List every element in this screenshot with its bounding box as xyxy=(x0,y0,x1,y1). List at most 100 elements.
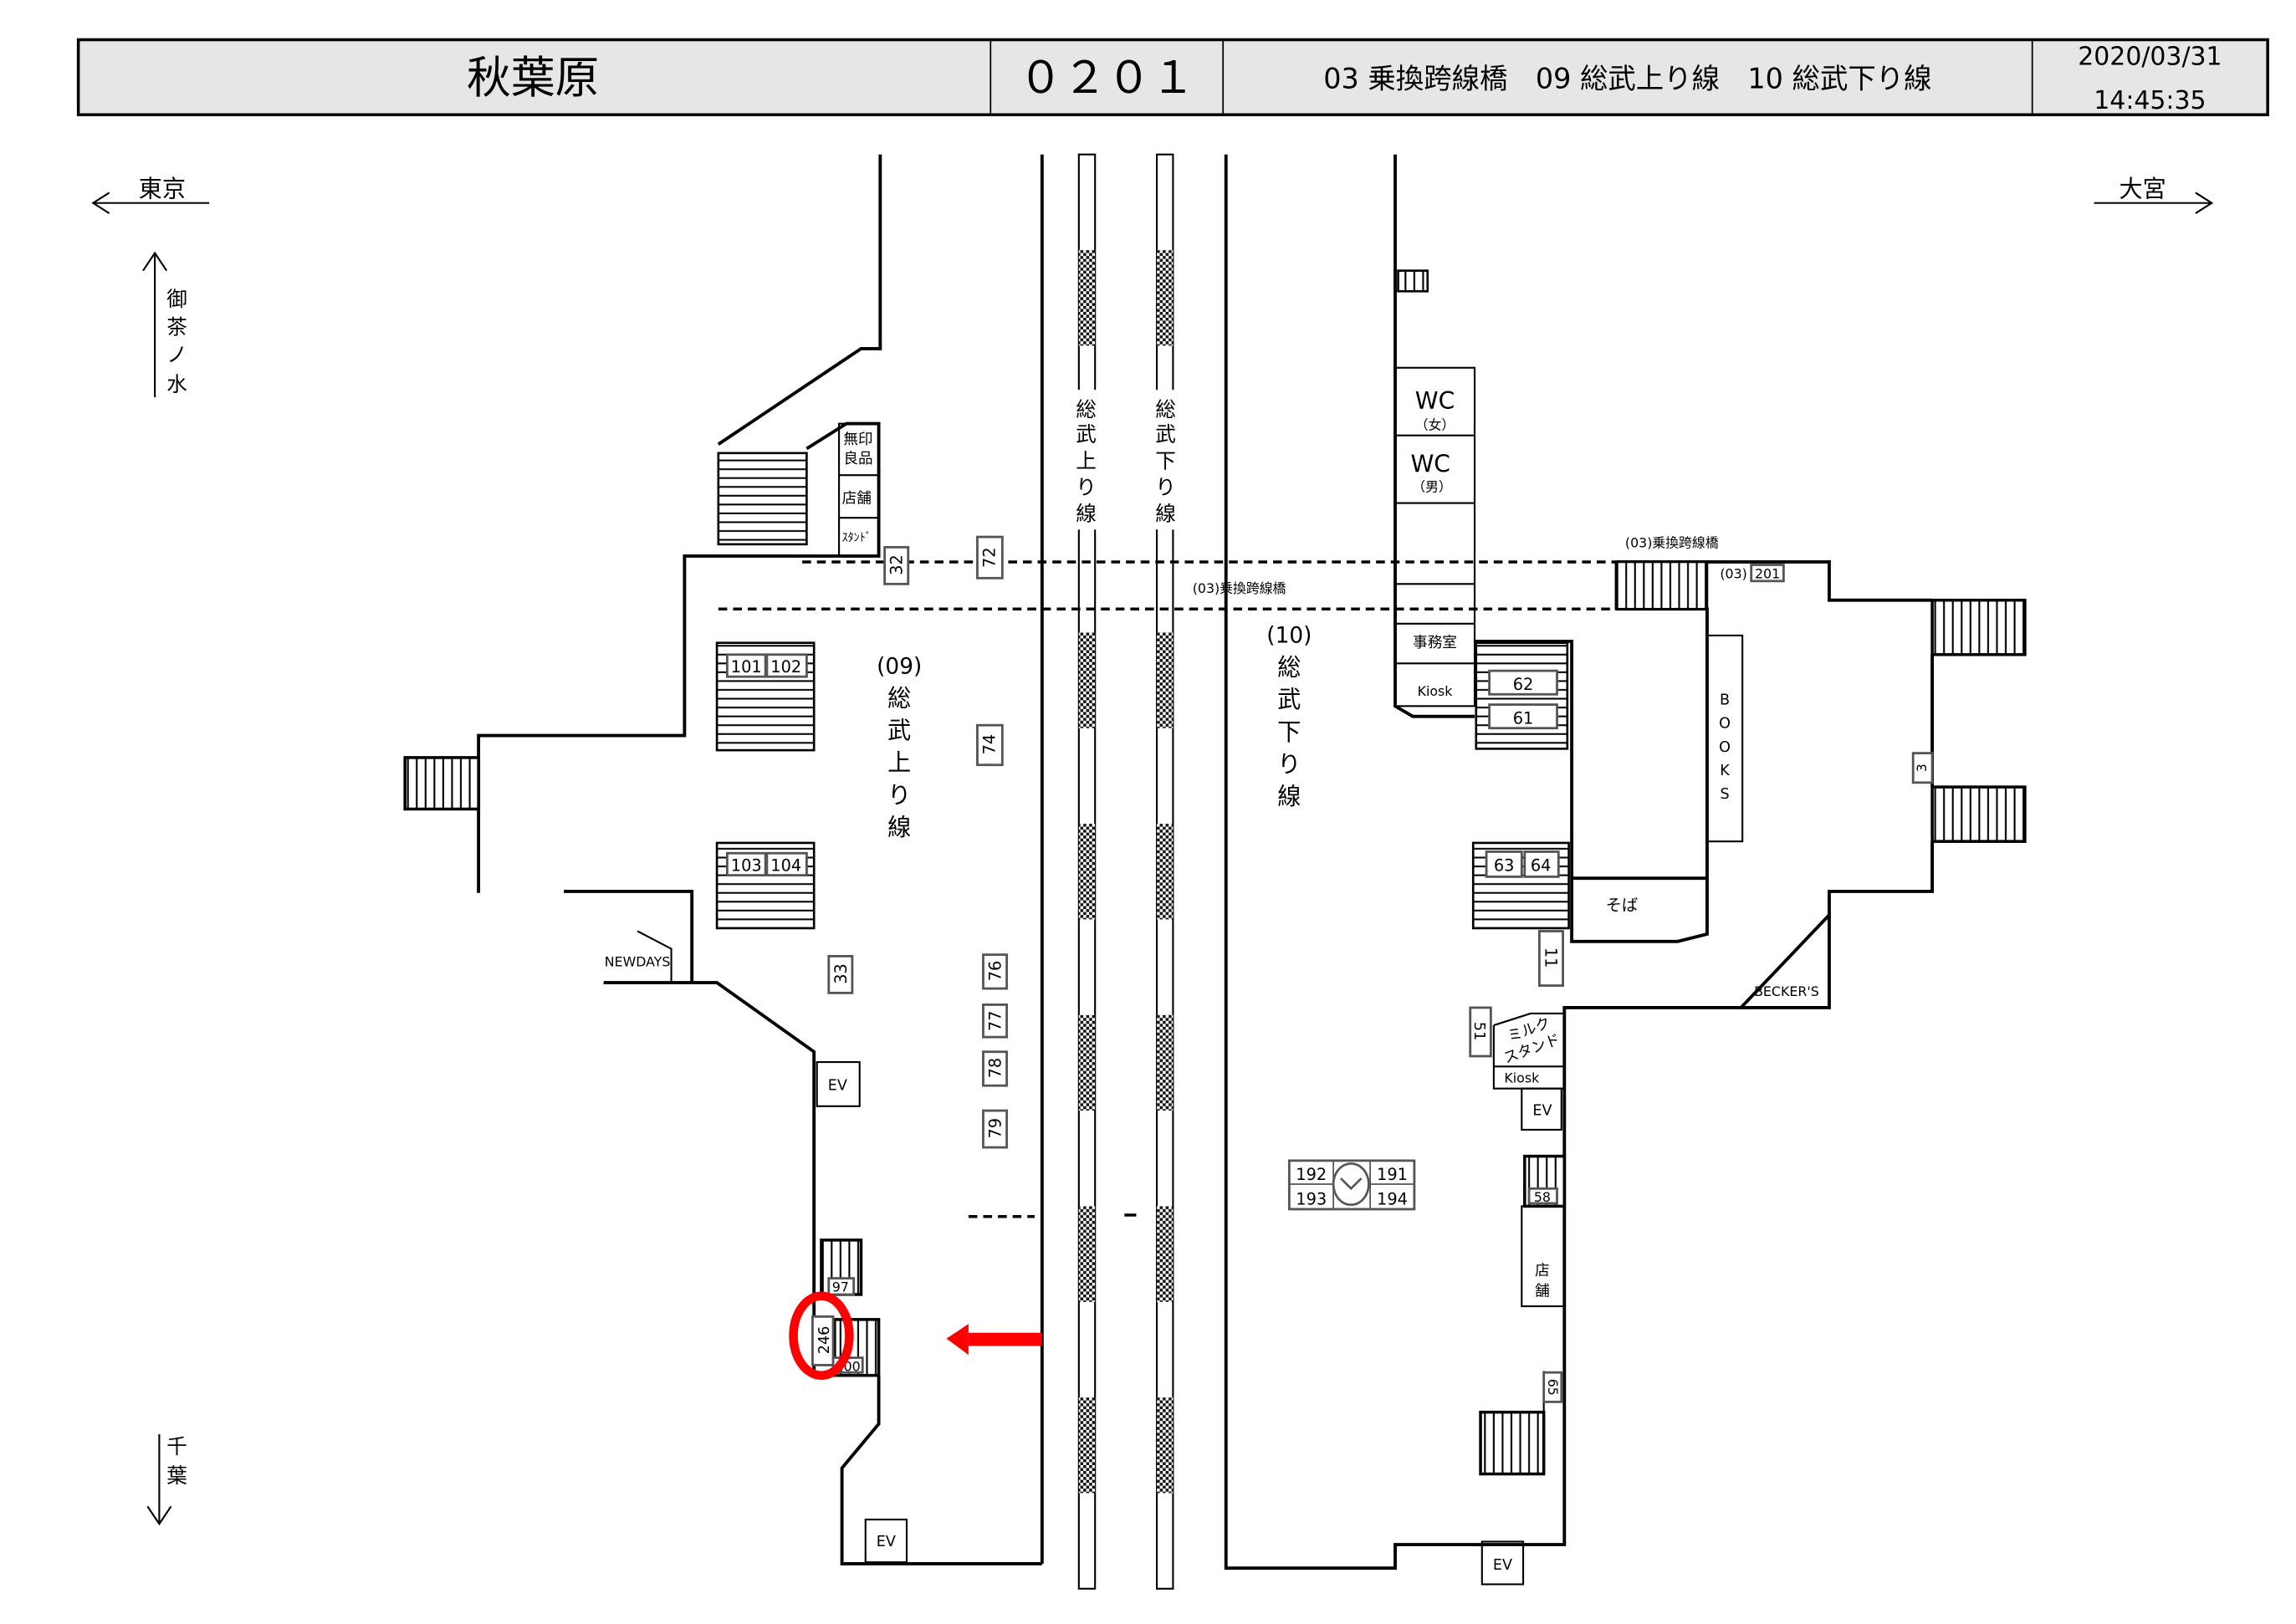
down-platform-outline: WC （女） WC （男） 事務室 Kiosk (03)乗換跨線橋 (03) B… xyxy=(1224,154,2027,1570)
location-tag[interactable]: 65 xyxy=(1542,1371,1563,1403)
lines-legend: 03 乗換跨線橋 09 総武上り線 10 総武下り線 xyxy=(1323,63,1931,95)
svg-text:下: 下 xyxy=(1277,718,1301,746)
svg-text:EV: EV xyxy=(877,1534,896,1550)
track-down-label: 総 xyxy=(1155,397,1176,421)
svg-text:102: 102 xyxy=(770,657,801,677)
location-tag[interactable]: 3 xyxy=(1911,752,1934,784)
elevator: EV xyxy=(1521,1087,1562,1131)
track-down: 総 武 下 り 線 xyxy=(1151,153,1179,1590)
svg-text:上: 上 xyxy=(887,749,911,777)
location-tag[interactable]: 72 xyxy=(976,535,1004,580)
svg-text:3: 3 xyxy=(1914,763,1930,772)
location-tag[interactable]: 103 xyxy=(726,851,767,877)
location-tag[interactable]: 11 xyxy=(1538,930,1564,987)
kiosk-2: Kiosk xyxy=(1504,1070,1540,1086)
track-down-label: 下 xyxy=(1155,448,1176,472)
svg-text:り: り xyxy=(1277,751,1301,779)
bridge-label: (03)乗換跨線橋 xyxy=(1193,580,1286,596)
svg-text:線: 線 xyxy=(1277,783,1301,810)
svg-text:101: 101 xyxy=(731,657,762,677)
location-tag-246[interactable]: 246 xyxy=(811,1315,835,1366)
location-tag[interactable]: 104 xyxy=(765,851,808,877)
svg-text:78: 78 xyxy=(986,1058,1005,1079)
stairs xyxy=(717,452,808,546)
direction-north: 御 茶 ノ 水 xyxy=(142,251,187,397)
date: 2020/03/31 xyxy=(2078,42,2222,71)
station-code: ０２０１ xyxy=(1019,53,1195,104)
up-platform-label: (09) 総 武 上 り 線 xyxy=(877,655,922,841)
clock-tags[interactable]: 192 191 193 194 xyxy=(1287,1159,1416,1211)
svg-text:武: 武 xyxy=(1277,686,1301,713)
svg-text:62: 62 xyxy=(1513,675,1534,694)
stairs xyxy=(1930,598,2027,656)
svg-text:武: 武 xyxy=(887,717,911,744)
svg-text:65: 65 xyxy=(1545,1379,1561,1396)
south-label: 葉 xyxy=(166,1463,187,1488)
location-tag[interactable]: 74 xyxy=(976,723,1004,767)
location-tag[interactable]: 58 xyxy=(1527,1187,1558,1205)
soba: そば xyxy=(1606,896,1639,915)
stairs xyxy=(1475,641,1569,750)
svg-text:EV: EV xyxy=(828,1077,847,1094)
books-label: S xyxy=(1720,786,1729,803)
location-tag[interactable]: 97 xyxy=(827,1277,856,1296)
location-tag[interactable]: 77 xyxy=(982,1004,1009,1039)
svg-text:63: 63 xyxy=(1494,855,1515,875)
svg-text:194: 194 xyxy=(1377,1190,1408,1209)
track-up-label: 上 xyxy=(1076,448,1097,472)
direction-east-label: 大宮 xyxy=(2119,176,2166,203)
stairs xyxy=(1930,785,2027,843)
svg-text:11: 11 xyxy=(1541,947,1560,968)
location-tag[interactable]: 78 xyxy=(982,1050,1009,1087)
svg-text:33: 33 xyxy=(831,963,851,984)
escalator xyxy=(1479,1410,1546,1476)
north-label: ノ xyxy=(166,343,187,367)
location-tag[interactable]: 201 xyxy=(1750,564,1785,583)
svg-text:77: 77 xyxy=(986,1010,1005,1031)
svg-text:61: 61 xyxy=(1513,708,1534,728)
highlight-circle xyxy=(789,1291,854,1380)
location-tag[interactable]: 102 xyxy=(765,653,808,678)
track-up-label: 武 xyxy=(1076,422,1097,447)
location-tag[interactable]: 61 xyxy=(1488,703,1558,730)
shop-muji: 良品 xyxy=(843,451,872,467)
svg-text:193: 193 xyxy=(1296,1190,1327,1209)
track-up-label: 線 xyxy=(1076,502,1097,526)
svg-text:104: 104 xyxy=(770,855,801,875)
down-platform-label: (10) 総 武 下 り 線 xyxy=(1266,624,1312,810)
location-tag[interactable]: 32 xyxy=(883,545,910,585)
svg-text:(09): (09) xyxy=(877,655,922,680)
svg-text:32: 32 xyxy=(887,554,907,575)
location-tag[interactable]: 76 xyxy=(982,953,1009,990)
elevator: EV xyxy=(816,1060,861,1107)
svg-text:191: 191 xyxy=(1377,1165,1408,1184)
station-name: 秋葉原 xyxy=(467,53,599,104)
svg-text:64: 64 xyxy=(1531,855,1552,875)
svg-text:線: 線 xyxy=(887,814,911,841)
svg-text:EV: EV xyxy=(1532,1102,1552,1119)
location-tag[interactable]: 51 xyxy=(1469,1006,1492,1058)
location-tag[interactable]: 101 xyxy=(726,653,767,678)
svg-text:総: 総 xyxy=(1277,653,1301,681)
books-label: K xyxy=(1720,763,1730,779)
up-platform-outline: 無印 良品 店舗 ｽﾀﾝﾄﾞ NEWDAYS xyxy=(403,154,1137,1565)
location-tag[interactable]: 63 xyxy=(1485,850,1523,878)
time: 14:45:35 xyxy=(2094,86,2206,115)
svg-text:246: 246 xyxy=(816,1326,833,1355)
svg-text:201: 201 xyxy=(1755,565,1780,581)
kiosk: Kiosk xyxy=(1418,683,1454,699)
highlight-arrow-icon xyxy=(946,1324,1042,1356)
shop-right: 舗 xyxy=(1535,1284,1550,1300)
track-up-label: 総 xyxy=(1076,397,1097,421)
elevator: EV xyxy=(864,1519,908,1564)
track-up: 総 武 上 り 線 xyxy=(1072,153,1102,1590)
location-tag[interactable]: 64 xyxy=(1523,850,1560,878)
svg-text:103: 103 xyxy=(731,855,762,875)
stairs xyxy=(1397,269,1429,293)
location-tag[interactable]: 33 xyxy=(827,954,854,994)
north-label: 茶 xyxy=(166,314,187,339)
south-label: 千 xyxy=(166,1434,187,1458)
location-tag[interactable]: 62 xyxy=(1488,669,1558,696)
location-tag[interactable]: 79 xyxy=(982,1109,1009,1149)
clock-icon xyxy=(1332,1162,1370,1206)
